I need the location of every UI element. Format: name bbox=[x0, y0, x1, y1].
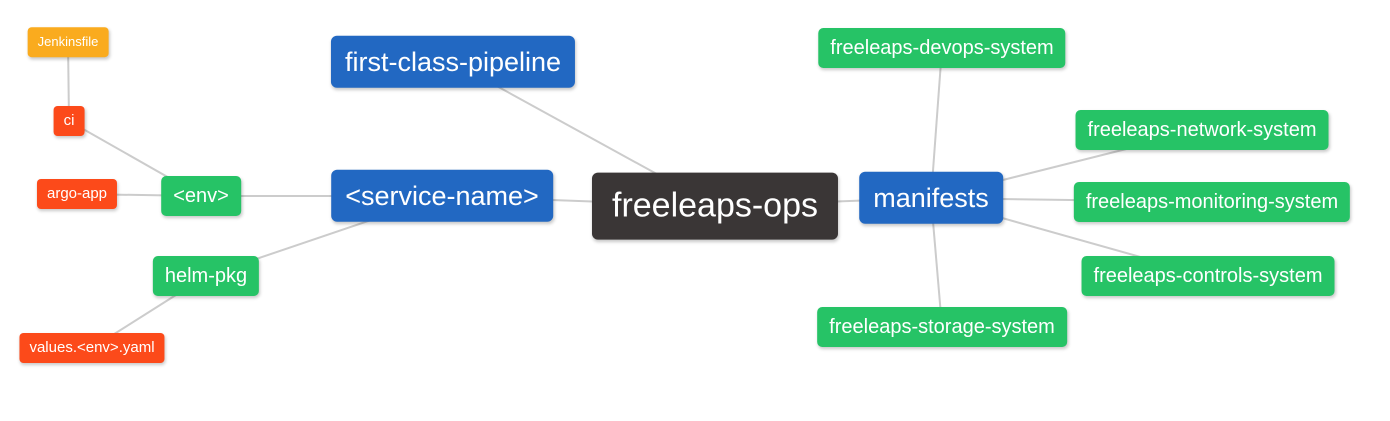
node-argo-app[interactable]: argo-app bbox=[36, 179, 118, 209]
node-freeleaps-monitoring-system[interactable]: freeleaps-monitoring-system bbox=[1073, 182, 1351, 222]
node-freeleaps-ops[interactable]: freeleaps-ops bbox=[591, 172, 839, 240]
node-manifests[interactable]: manifests bbox=[859, 171, 1003, 225]
node-freeleaps-storage-system[interactable]: freeleaps-storage-system bbox=[817, 307, 1067, 347]
node-freeleaps-controls-system[interactable]: freeleaps-controls-system bbox=[1081, 256, 1335, 296]
node-service-name[interactable]: <service-name> bbox=[331, 169, 553, 223]
node-env[interactable]: <env> bbox=[161, 176, 241, 216]
node-freeleaps-network-system[interactable]: freeleaps-network-system bbox=[1075, 110, 1329, 150]
node-values-env-yaml[interactable]: values.<env>.yaml bbox=[19, 333, 165, 363]
node-jenkinsfile[interactable]: Jenkinsfile bbox=[27, 27, 109, 57]
node-ci[interactable]: ci bbox=[53, 106, 85, 136]
node-first-class-pipeline[interactable]: first-class-pipeline bbox=[330, 35, 576, 89]
node-helm-pkg[interactable]: helm-pkg bbox=[152, 256, 260, 296]
node-freeleaps-devops-system[interactable]: freeleaps-devops-system bbox=[818, 28, 1066, 68]
